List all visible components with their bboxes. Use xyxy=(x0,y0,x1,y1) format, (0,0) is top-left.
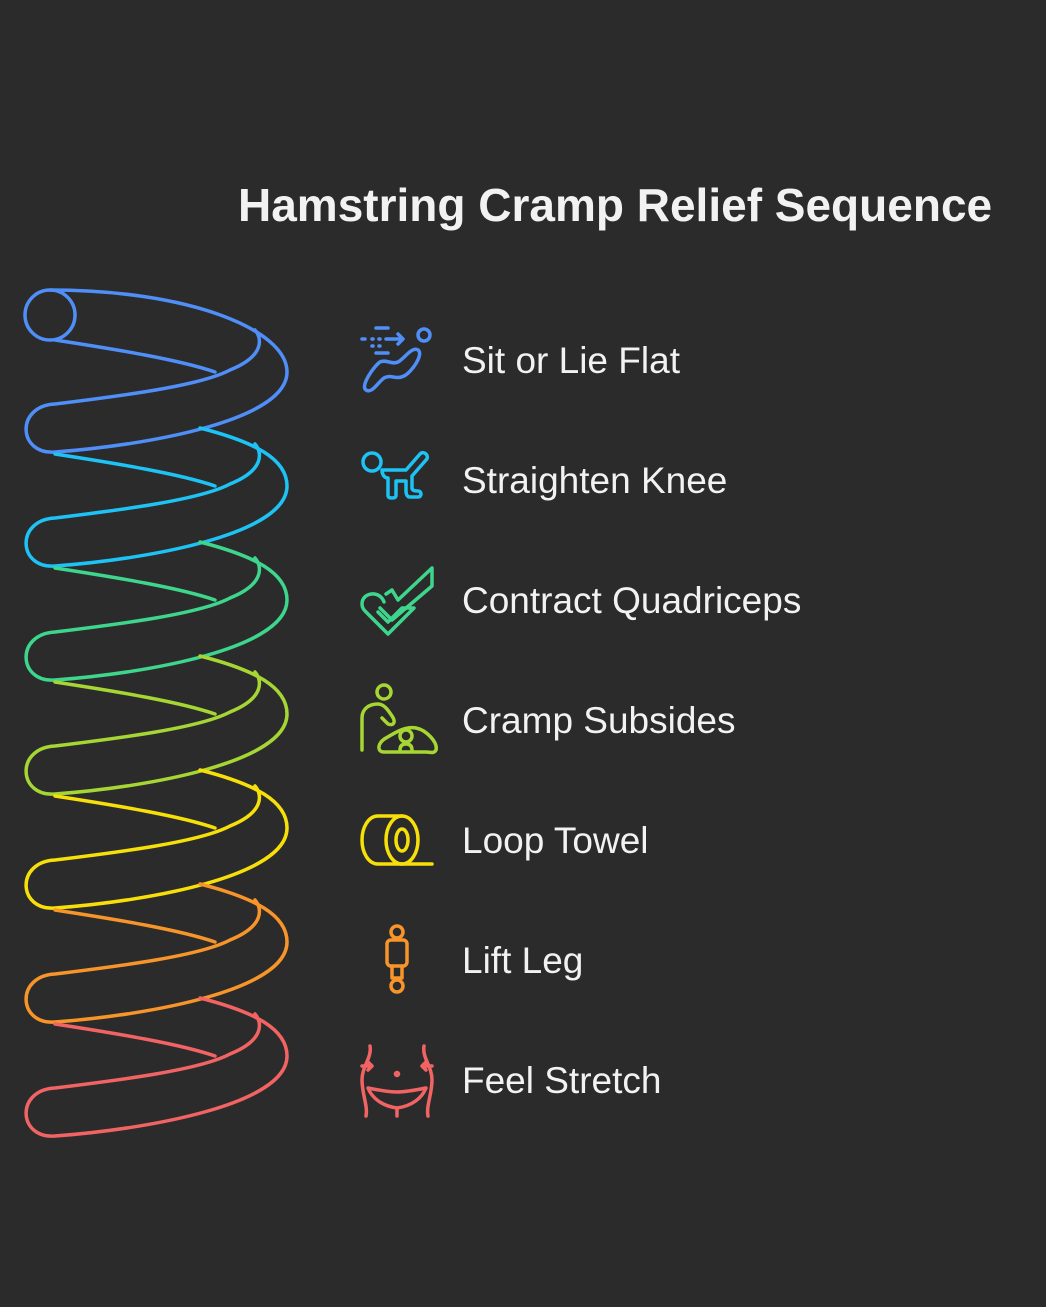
step-cramp-subsides: Cramp Subsides xyxy=(356,681,736,761)
spring-end-cap xyxy=(23,288,77,342)
step-loop-towel: Loop Towel xyxy=(356,801,649,881)
step-label: Cramp Subsides xyxy=(462,700,736,741)
spring-coil xyxy=(23,288,289,454)
spring-coil xyxy=(24,540,289,682)
step-straighten-knee: Straighten Knee xyxy=(356,441,727,521)
step-label: Straighten Knee xyxy=(462,460,728,501)
step-label: Feel Stretch xyxy=(462,1060,662,1101)
heart-check-icon xyxy=(360,566,434,636)
page-title: Hamstring Cramp Relief Sequence xyxy=(238,179,993,231)
step-contract-quadriceps: Contract Quadriceps xyxy=(356,561,801,641)
spring-coil xyxy=(24,654,289,796)
spring-coil-graphic xyxy=(23,288,289,1138)
reclining-person-icon xyxy=(360,326,432,393)
spring-coil xyxy=(24,768,289,910)
step-label: Loop Towel xyxy=(462,820,649,861)
step-label: Sit or Lie Flat xyxy=(462,340,680,381)
standing-figure-icon xyxy=(385,924,409,994)
step-label: Contract Quadriceps xyxy=(462,580,802,621)
towel-roll-icon xyxy=(360,814,434,866)
crawling-person-icon xyxy=(361,450,430,500)
waist-stretch-icon xyxy=(360,1044,434,1118)
caregiver-icon xyxy=(360,683,438,755)
spring-coil xyxy=(24,882,289,1024)
spring-coil xyxy=(24,426,289,568)
spring-coil xyxy=(24,996,289,1138)
step-lift-leg: Lift Leg xyxy=(356,921,583,1001)
step-sit-or-lie-flat: Sit or Lie Flat xyxy=(356,321,680,401)
step-label: Lift Leg xyxy=(462,940,584,981)
step-feel-stretch: Feel Stretch xyxy=(356,1041,661,1121)
